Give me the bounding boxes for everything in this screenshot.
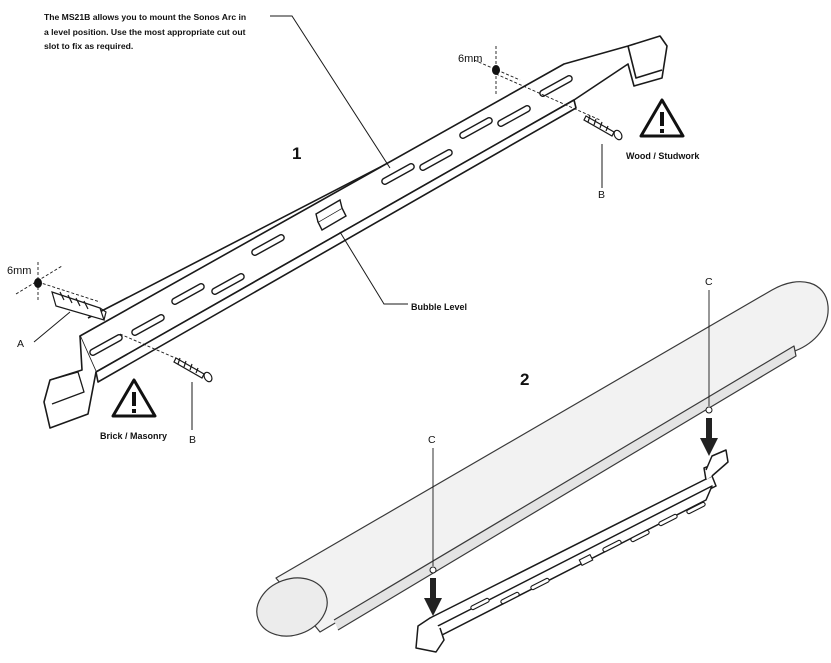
soundbar-body <box>275 281 829 633</box>
drill-size-top-label: 6mm <box>458 53 483 65</box>
hook-letter-right: C <box>705 276 713 288</box>
slot <box>251 234 285 256</box>
slot <box>497 105 531 127</box>
slot <box>470 597 490 611</box>
soundbar-end-cap <box>256 577 328 637</box>
slot <box>211 273 245 295</box>
drill-hole-left <box>34 278 42 288</box>
soundbar-groove <box>333 345 797 631</box>
hook-pin-left <box>429 566 437 574</box>
screw-letter-bottom: B <box>189 434 197 446</box>
intro-note-line3: slot to fix as required. <box>44 41 134 51</box>
slot <box>500 591 520 605</box>
hook-letter-left: C <box>428 434 436 446</box>
slot <box>459 117 493 139</box>
bracket-slots <box>89 75 573 356</box>
slot <box>539 75 573 97</box>
step-2-label: 2 <box>520 370 530 389</box>
step-1-label: 1 <box>292 144 302 163</box>
slot <box>658 513 678 527</box>
slot <box>419 149 453 171</box>
slot <box>381 163 415 185</box>
bracket-level-window <box>578 553 594 567</box>
bracket-right-hook <box>627 45 663 79</box>
bracket-lip <box>95 99 577 383</box>
screw-top <box>583 115 623 141</box>
soundbar-bracket-slots <box>470 501 706 611</box>
intro-note-line1: The MS21B allows you to mount the Sonos … <box>44 12 247 22</box>
bubble-level-leader <box>339 231 408 305</box>
down-arrow-right-icon <box>700 418 718 456</box>
down-arrow-left-icon <box>424 578 442 616</box>
slot <box>131 314 165 336</box>
bracket-left-hook <box>43 335 97 429</box>
slot <box>602 539 622 553</box>
screw-bottom <box>173 357 213 383</box>
slot <box>530 577 550 591</box>
note-leader <box>270 15 391 169</box>
drill-size-left-label: 6mm <box>7 265 32 277</box>
bubble-level-label: Bubble Level <box>411 302 468 312</box>
brick-masonry-label: Brick / Masonry <box>100 431 168 441</box>
anchor-letter: A <box>17 338 25 350</box>
slot <box>89 334 123 356</box>
anchor-leader <box>33 311 71 343</box>
wall-anchor <box>51 291 107 321</box>
hook-pin-right <box>705 406 713 414</box>
soundbar <box>256 281 829 637</box>
bubble-level <box>315 198 347 231</box>
intro-note: The MS21B allows you to mount the Sonos … <box>44 10 284 54</box>
wall-bracket <box>43 35 668 429</box>
warning-icon <box>111 378 157 418</box>
slot <box>630 529 650 543</box>
hook-pointer-lines <box>432 290 710 566</box>
drill-hole-top <box>492 65 500 75</box>
bracket-body <box>79 35 668 373</box>
screw-letter-top: B <box>598 189 606 201</box>
slot <box>171 283 205 305</box>
warning-icon <box>639 98 685 138</box>
leader-lines <box>33 15 603 430</box>
wood-studwork-label: Wood / Studwork <box>626 151 700 161</box>
slot <box>686 501 706 515</box>
bracket-hook-left <box>415 617 445 653</box>
intro-note-line2: a level position. Use the most appropria… <box>44 26 246 37</box>
